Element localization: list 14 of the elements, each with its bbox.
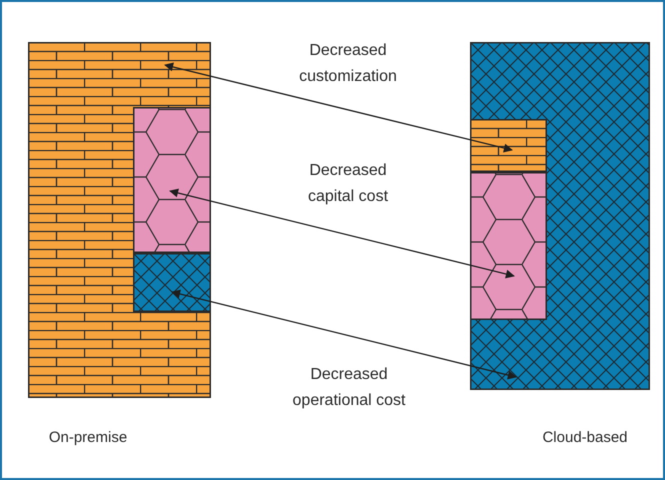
hexagon-pattern-block [133, 107, 211, 253]
double-headed-arrow [164, 62, 513, 152]
double-headed-arrow [171, 290, 517, 380]
column-caption: On-premise [48, 428, 128, 447]
crosshatch-pattern-block [133, 253, 211, 312]
edge-label: Decreased operational cost [292, 365, 406, 411]
crosshatch-pattern-block [470, 42, 650, 390]
edge-label: Decreased customization [298, 41, 398, 87]
edge-label: Decreased capital cost [306, 161, 390, 207]
hexagon-pattern-block [470, 172, 547, 320]
brick-pattern-block [28, 42, 211, 398]
column-caption: Cloud-based [541, 428, 629, 447]
double-headed-arrow [169, 188, 515, 278]
brick-pattern-block [470, 119, 547, 172]
